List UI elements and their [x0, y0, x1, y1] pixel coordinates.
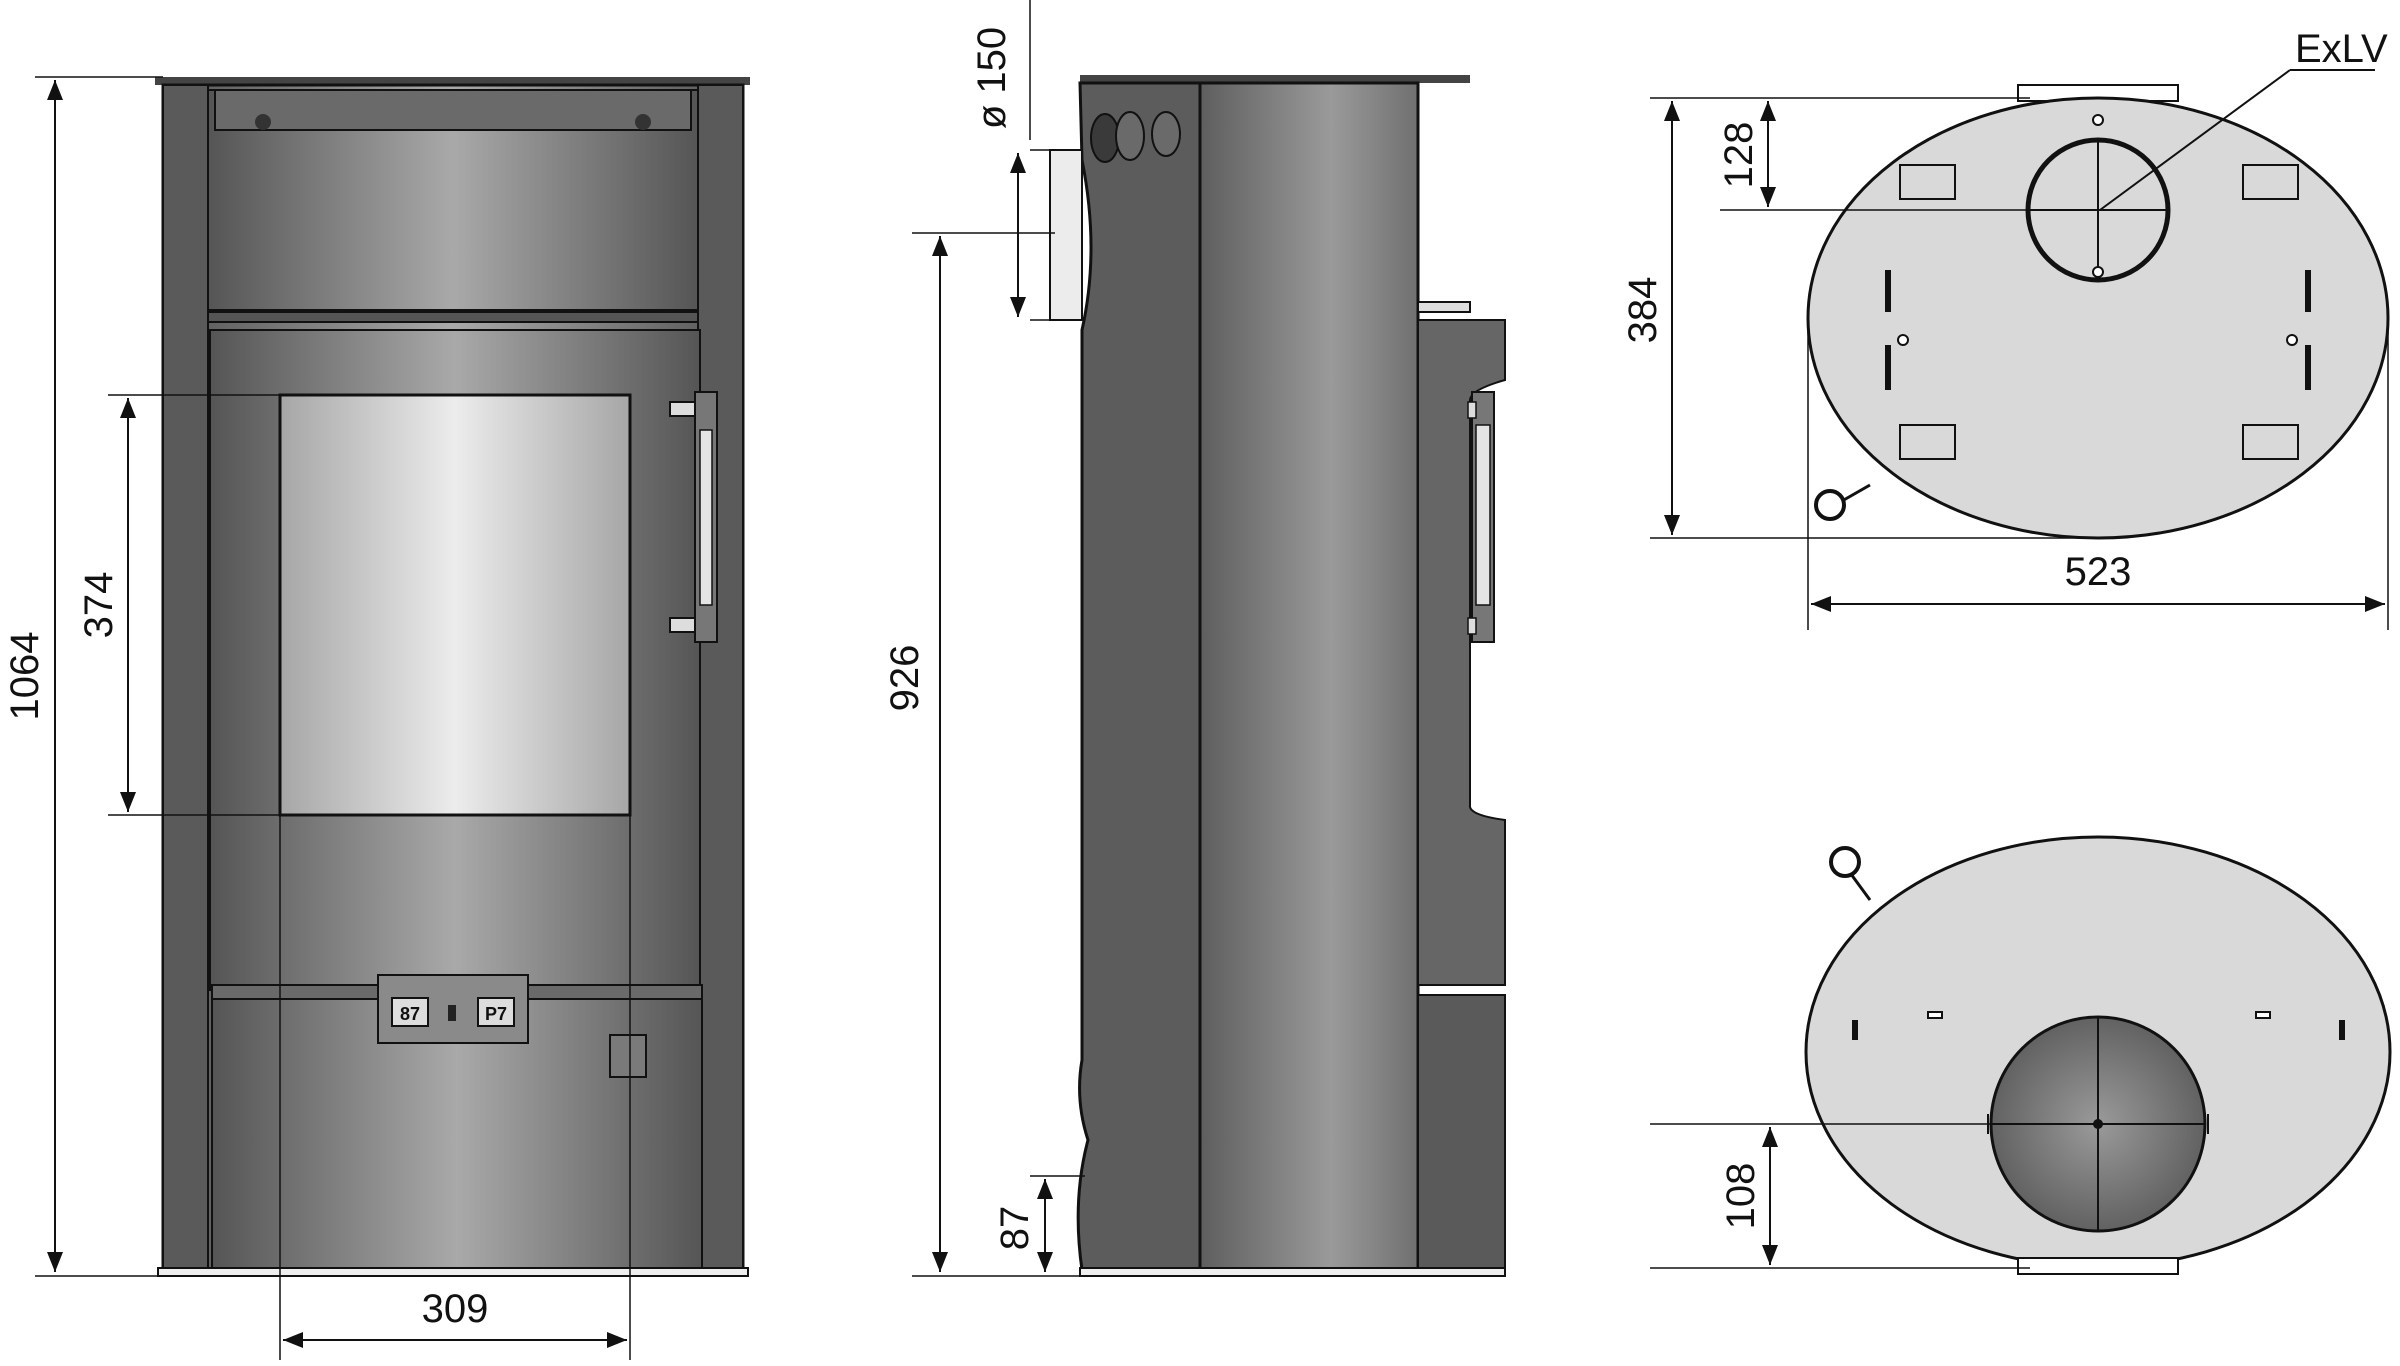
front-upper-vent: [214, 89, 692, 131]
top-foot-3: [1899, 424, 1956, 460]
side-base-plate: [1079, 1267, 1506, 1277]
front-control-slider: [448, 1005, 456, 1021]
front-view: 87 P7 1064 374 309: [3, 76, 750, 1360]
bottom-handle-knob: [1829, 846, 1861, 878]
side-flue-spigot: [1049, 149, 1083, 321]
side-vent-hole-3: [1151, 111, 1181, 157]
top-label-exlv: ExLV: [2295, 27, 2388, 71]
top-handle-knob: [1814, 489, 1846, 521]
top-foot-2: [2242, 164, 2299, 200]
front-badge-left-box: [391, 997, 429, 1027]
front-door-top-rail: [207, 311, 699, 323]
front-drawer-square: [609, 1034, 647, 1078]
front-dim-height: 1064: [3, 632, 47, 721]
bottom-view: 108: [1650, 835, 2392, 1275]
side-door-handle: [1467, 391, 1495, 643]
front-base-plate: [157, 1267, 749, 1277]
side-vent-hole-1: [1090, 113, 1120, 163]
side-view: ø 150 926 87: [883, 0, 1506, 1277]
side-door-shelf: [1417, 301, 1471, 313]
top-dim-depth: 384: [1621, 277, 1665, 344]
front-badge-right-box: [477, 997, 515, 1027]
front-door-handle: [669, 391, 718, 643]
front-vent-knob-right: [635, 114, 651, 130]
side-dim-flue-height: 926: [883, 645, 927, 712]
side-top-plate: [1080, 75, 1470, 83]
side-rear-body: [1076, 81, 1202, 1272]
top-dim-flue-offset: 128: [1717, 122, 1761, 189]
side-door: [1417, 319, 1506, 986]
top-dim-width: 523: [2065, 550, 2132, 594]
side-vent-hole-2: [1115, 111, 1145, 161]
side-dim-bottom: 87: [993, 1206, 1037, 1251]
side-cylinder: [1198, 81, 1420, 1272]
front-left-panel: [162, 84, 209, 1271]
top-view: ExLV 128 384 523: [1621, 27, 2390, 630]
bottom-dim-offset: 108: [1719, 1163, 1763, 1230]
front-dim-glass-width: 309: [422, 1287, 489, 1331]
front-badge-right: P7: [485, 1004, 507, 1024]
side-dim-flue-diameter: ø 150: [970, 27, 1014, 129]
front-dim-glass-height: 374: [77, 572, 121, 639]
front-badge-left: 87: [400, 1004, 420, 1024]
front-vent-knob-left: [255, 114, 271, 130]
top-foot-4: [2242, 424, 2299, 460]
bottom-front-bracket: [2017, 1257, 2179, 1275]
top-foot-1: [1899, 164, 1956, 200]
side-ash-drawer: [1417, 994, 1506, 1271]
front-top-plate: [155, 77, 750, 85]
front-glass: [278, 393, 632, 817]
front-right-panel: [697, 84, 744, 1271]
